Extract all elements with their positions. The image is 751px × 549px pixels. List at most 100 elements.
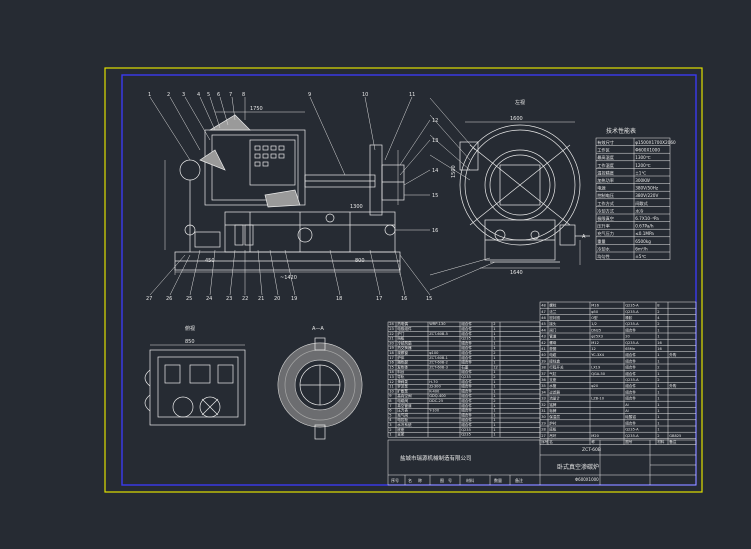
tech-row-cell: 工作温度 — [597, 162, 615, 169]
bom-right-row-cell: 16 — [657, 347, 662, 351]
bom-right-row-cell: 法兰 — [549, 309, 557, 314]
tech-row-cell: 工作方式 — [597, 200, 615, 207]
title-footer-label: 备注 — [515, 477, 523, 483]
bom-left-row-cell: 组合件 — [461, 345, 472, 350]
bom-left-row-cell: 组合件 — [461, 350, 472, 355]
bom-left-row-cell: 21 — [389, 337, 394, 341]
bom-left-row-cell: Y-100 — [429, 409, 440, 413]
tech-row-cell: 6m³/h — [635, 246, 648, 251]
bom-left-row-cell: 1 — [493, 423, 495, 427]
bom-right-row-cell: 46 — [541, 316, 546, 320]
bom-left-row-cell: 1 — [389, 433, 391, 437]
tech-row-cell: 6.7X10⁻³Pa — [635, 216, 659, 221]
bom-right-row-cell: 16 — [657, 341, 662, 345]
bom-left-row-cell: 1 — [493, 370, 495, 374]
bom-right-row-cell: 1 — [657, 428, 659, 432]
svg-text:盐城市瑞源机械制造有限公司: 盐城市瑞源机械制造有限公司 — [400, 454, 472, 462]
bom-left-row-cell: ZCT-60B-5 — [429, 332, 448, 336]
svg-text:15: 15 — [426, 296, 432, 302]
bom-left-row-cell: 组合件 — [461, 398, 472, 403]
title-footer-label: 数量 — [494, 477, 502, 483]
bom-right-row-cell: 2 — [657, 434, 659, 438]
bom-left-row-cell: ZCT-60B-2 — [429, 361, 448, 365]
svg-text:2: 2 — [167, 92, 170, 98]
bom-right-row-cell: 28 — [541, 428, 546, 432]
bom-left-row-cell: 6 — [389, 409, 392, 413]
bom-right-row-cell: 1 — [657, 328, 659, 332]
bom-right-row-cell: 图号 — [625, 439, 633, 444]
bom-right-row-cell: 1 — [657, 384, 659, 388]
title-footer-label: 号 — [448, 477, 452, 483]
bom-left-row-cell: ZCT-60B-1 — [429, 356, 448, 360]
section-a-a-labels: A—A — [312, 326, 324, 332]
bom-right-row-cell: 37 — [541, 372, 546, 376]
bom-right-row-cell: 保温层 — [549, 414, 560, 419]
bom-left-row-cell: 17 — [389, 356, 394, 360]
bom-left-row-cell: 8 — [389, 399, 392, 403]
tech-row-cell: 重量 — [597, 238, 605, 245]
bom-left-row-cell: 11 — [389, 385, 394, 389]
bom-right-row-cell: 1 — [657, 390, 659, 394]
tech-row-cell: ±1℃ — [635, 170, 646, 175]
bom-right-row-cell: 65Mn — [625, 347, 635, 351]
tech-row-cell: 间歇式 — [635, 200, 648, 207]
bom-right-row-cell: 40 — [541, 353, 546, 357]
bom-left-row-cell: Q235 — [461, 375, 471, 379]
bom-left-row-cell: WRP-130 — [429, 322, 446, 326]
svg-text:左视: 左视 — [515, 99, 525, 106]
bom-left-row-cell: 1 — [493, 409, 495, 413]
svg-text:16: 16 — [432, 228, 438, 234]
svg-text:20: 20 — [274, 296, 280, 302]
bom-left-row-cell: 10 — [389, 389, 394, 393]
bom-right-row-cell: 流量计 — [549, 396, 560, 401]
bom-left-row-cell: 2 — [493, 322, 495, 326]
bom-left-row-cell: 1 — [493, 346, 495, 350]
bom-left-row-cell: 16 — [389, 361, 394, 365]
tech-row-cell: 6500kg — [635, 239, 651, 244]
bom-left-row-cell: 组合件 — [461, 355, 472, 360]
bom-left-row-cell: 22 — [389, 332, 394, 336]
bom-left-row-cell: 20 — [389, 341, 394, 345]
bom-right-row-cell: 1 — [657, 359, 659, 363]
bom-right-row-cell: 1 — [657, 409, 659, 413]
bom-right-row-cell: 水管 — [549, 383, 557, 388]
tech-row-cell: 充气压力 — [597, 230, 614, 237]
svg-text:850: 850 — [185, 339, 195, 345]
bom-right-row-cell: 密封圈 — [549, 315, 560, 320]
svg-text:24: 24 — [206, 296, 212, 302]
bom-left-row-cell: 2 — [493, 399, 495, 403]
bom-right-row-cell: 34 — [541, 390, 546, 394]
bom-left-row-cell: 1 — [493, 418, 495, 422]
svg-text:800: 800 — [355, 258, 365, 264]
bom-left-row-cell: 充气阀 — [397, 412, 408, 417]
tech-row-cell: 控制电压 — [597, 192, 614, 199]
bom-right-row-cell: φ50 — [591, 310, 599, 314]
bom-right-row-cell: 称 — [591, 439, 595, 444]
bom-left-row-cell: 料台 — [397, 369, 405, 374]
bom-right-row-cell: 27 — [541, 434, 546, 438]
bom-left-row-cell: 导轨 — [397, 374, 405, 379]
bom-left-row-cell: 1 — [493, 404, 495, 408]
tech-row-cell: 均匀性 — [597, 253, 610, 260]
front-view — [149, 96, 431, 296]
bom-left-row-cell: 高真空阀 — [397, 393, 412, 398]
bom-right-row-cell: 支座 — [549, 377, 557, 382]
bom-left-row-cell: 组合件 — [461, 360, 472, 365]
svg-text:21: 21 — [258, 296, 264, 302]
bom-right-row-cell: 垫圈 — [549, 346, 557, 351]
bom-right-row-cell: 2 — [657, 310, 659, 314]
svg-text:11: 11 — [409, 92, 415, 98]
bom-left-row-cell: 组合件 — [461, 412, 472, 417]
bom-right-row-cell: 组合件 — [625, 352, 636, 357]
bom-left-row-cell: 1 — [493, 385, 495, 389]
bom-left-row-cell: GDQ-400 — [429, 394, 446, 398]
svg-text:9: 9 — [308, 92, 311, 98]
bom-left-row-cell: 1 — [493, 332, 495, 336]
bom-left-row-cell: H-70 — [429, 380, 438, 384]
bom-left-row-cell: 扩散泵 — [397, 388, 408, 393]
bom-left-row-cell: 3 — [389, 423, 391, 427]
svg-text:A: A — [582, 234, 586, 240]
bom-left-row-cell: 压力表 — [397, 408, 408, 413]
bom-left-row-cell: 1 — [493, 356, 495, 360]
